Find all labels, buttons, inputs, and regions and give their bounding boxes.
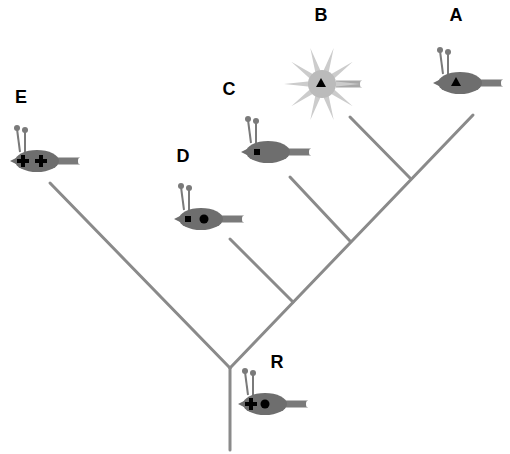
organism-d [174, 183, 246, 230]
organism-a [433, 47, 505, 94]
organism-node: R [238, 350, 312, 416]
taxon-label: E [15, 86, 27, 108]
organism-node: D [172, 145, 250, 231]
taxon-label: R [271, 351, 284, 373]
taxon-label: B [315, 4, 328, 26]
organism-node: C [222, 78, 320, 164]
taxon-label: D [177, 145, 190, 167]
organism-r [238, 368, 310, 415]
organism-node: E [8, 86, 84, 174]
taxon-label: C [223, 78, 236, 100]
organism-b [284, 48, 364, 120]
organism-node: B [282, 4, 364, 122]
organism-c [241, 116, 313, 163]
taxon-label: A [450, 4, 463, 26]
organism-node: A [430, 4, 508, 99]
tree-branches [50, 115, 473, 450]
organism-e [10, 125, 82, 172]
